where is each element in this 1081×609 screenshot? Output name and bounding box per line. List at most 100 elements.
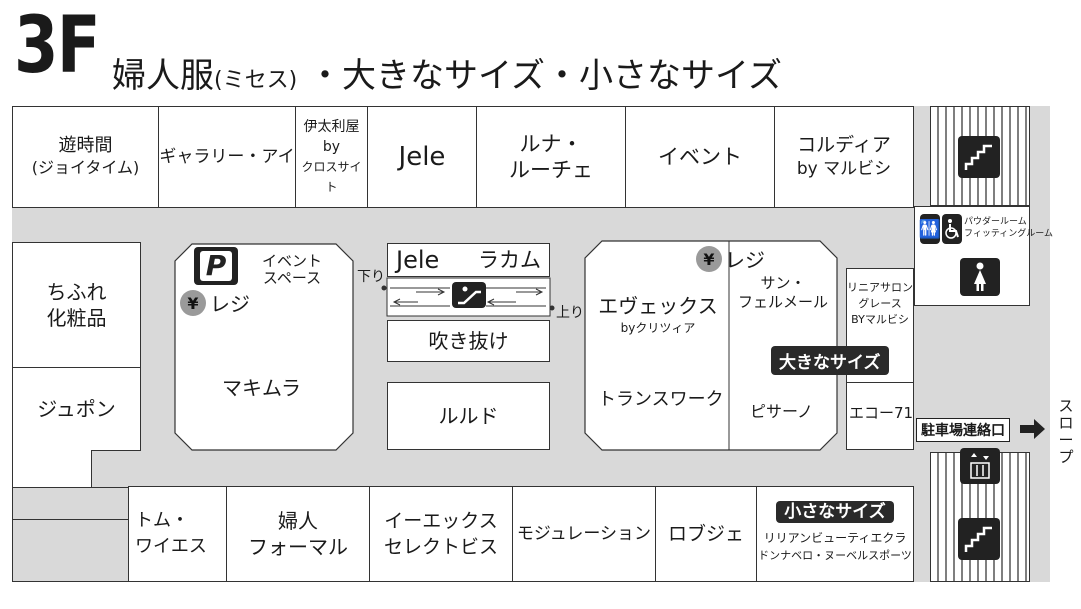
shop-label: 伊太利屋 (303, 119, 360, 135)
register-icon-2: ¥ (696, 246, 722, 272)
stairs-icon-glyph (964, 526, 992, 552)
shop-iex[interactable]: イーエックス セレクトビス (369, 486, 513, 582)
shop-label: グレース (858, 297, 902, 310)
escalator-down-label: 下り (357, 269, 385, 285)
small-size-badge: 小さなサイズ (776, 501, 894, 523)
shop-label: トム・ (135, 510, 189, 531)
shop-cordia[interactable]: コルディア by マルビシ (774, 106, 914, 208)
shop-pisano[interactable]: ピサーノ (750, 402, 814, 421)
shop-label: ルナ・ (519, 132, 583, 156)
shop-jupon[interactable]: ジュポン (12, 367, 141, 451)
shop-label: セレクトビス (383, 536, 498, 558)
wheelchair-glyph (945, 219, 959, 239)
shop-label: ルルド (438, 404, 499, 428)
shop-modulation[interactable]: モジュレーション (512, 486, 656, 582)
elevator-icon[interactable] (960, 448, 1000, 484)
shop-label: モジュレーション (516, 524, 652, 544)
register-icon: ¥ (180, 290, 206, 316)
arrow-right-icon (1020, 419, 1045, 439)
powder-room-text: パウダールーム (964, 217, 1027, 227)
stairs-icon[interactable] (958, 136, 1000, 178)
shop-label: リニアサロン (847, 281, 913, 294)
shop-rurudo[interactable]: ルルド (387, 382, 550, 450)
parking-icon-label: P (199, 251, 233, 281)
shop-chifure[interactable]: ちふれ 化粧品 (12, 242, 141, 368)
shop-label: 化粧品 (46, 306, 107, 330)
shop-label: ジュポン (37, 397, 116, 421)
escalator-up-label: 上り (556, 305, 584, 321)
shop-label: by マルビシ (796, 159, 892, 179)
shop-label: Jele (398, 142, 446, 172)
shop-echo71[interactable]: エコー71 (849, 404, 914, 422)
floor-title-sub: (ミセス) (214, 68, 298, 93)
shop-label: ドンナベロ・ヌーベルスポーツ (758, 549, 912, 562)
atrium-label: 吹き抜け (428, 329, 509, 353)
shop-sun-fermeer[interactable]: サン・ フェルメール (732, 274, 834, 312)
floor-number: 3F (14, 1, 101, 91)
shop-label: イーエックス (384, 510, 498, 532)
stairs-icon-glyph (964, 144, 992, 170)
shop-label: (ジョイタイム) (31, 158, 140, 177)
shop-event[interactable]: イベント (625, 106, 775, 208)
escalator-glyph (458, 286, 481, 305)
floor-title-rest: ・大きなサイズ・小さなサイズ (307, 56, 782, 96)
shop-yujikan[interactable]: 遊時間 (ジョイタイム) (12, 106, 159, 208)
shop-luna-luce[interactable]: ルナ・ ルーチェ (476, 106, 626, 208)
bottom-left-space (12, 487, 129, 582)
jupon-extension (12, 450, 92, 488)
elevator-glyph (970, 453, 990, 479)
parking-icon[interactable]: P (194, 247, 238, 285)
shop-itariya[interactable]: 伊太利屋 by クロスサイト (295, 106, 368, 208)
shop-jele-label: Jele (396, 246, 440, 274)
shop-label: クロスサイト (301, 160, 362, 194)
shop-label: サン・ (760, 274, 806, 292)
slope-label: スロープ (1058, 397, 1074, 466)
shop-tom-ys[interactable]: トム・ ワイエス (128, 486, 227, 582)
escalator-icon (452, 282, 486, 308)
shop-robje[interactable]: ロブジェ (655, 486, 757, 582)
evex-block (584, 240, 838, 451)
event-space-text-1: イベント (262, 252, 323, 270)
restroom-icon: 🚻 (919, 214, 941, 244)
wheelchair-icon (942, 214, 962, 244)
shop-linear-salon[interactable]: リニアサロン グレース BYマルビシ (846, 280, 914, 328)
shop-label: エヴェックス (598, 294, 718, 318)
divider (846, 382, 914, 383)
event-space-label: イベント スペース (262, 253, 322, 287)
divider (12, 519, 129, 520)
register-label-2: レジ (725, 248, 765, 272)
female-icon (960, 258, 1000, 296)
female-glyph (974, 262, 986, 291)
shop-label: フェルメール (737, 293, 828, 311)
shop-small-size[interactable]: 小さなサイズ リリアンビューティエクラ ドンナベロ・ヌーベルスポーツ (756, 486, 914, 582)
stairs-icon[interactable] (958, 518, 1000, 560)
shop-evex[interactable]: エヴェックス byクリツィア (590, 290, 726, 336)
big-size-badge: 大きなサイズ (771, 346, 889, 375)
shop-label: フォーマル (248, 535, 348, 559)
shop-label: by (322, 139, 341, 155)
shop-label: ちふれ (46, 280, 107, 304)
powder-room-label: パウダールーム フィッティングルーム (964, 216, 1053, 240)
shop-makimura[interactable]: マキムラ (222, 376, 301, 400)
shop-label: イベント (658, 145, 742, 169)
atrium: 吹き抜け (387, 320, 550, 362)
shop-transwork[interactable]: トランスワーク (598, 389, 724, 410)
shop-label: 遊時間 (58, 135, 113, 156)
shop-label: ルーチェ (509, 158, 593, 182)
register-label: レジ (210, 292, 250, 316)
shop-label: リリアンビューティエクラ (763, 531, 907, 545)
floor-title: 婦人服(ミセス) ・大きなサイズ・小さなサイズ (112, 54, 782, 103)
shop-label: 婦人 (278, 509, 318, 533)
shop-label: ギャラリー・アイ (159, 147, 295, 167)
fitting-room-text: フィッティングルーム (964, 229, 1054, 239)
shop-formal[interactable]: 婦人 フォーマル (226, 486, 370, 582)
shop-label: BYマルビシ (851, 313, 909, 326)
makimura-block (174, 243, 354, 451)
shop-gallery-ai[interactable]: ギャラリー・アイ (158, 106, 296, 208)
shop-label: byクリツィア (620, 321, 696, 335)
shop-jele-rakamu[interactable]: Jele ラカム (387, 243, 550, 277)
event-space-text-2: スペース (262, 269, 322, 287)
shop-rakamu-label: ラカム (478, 248, 541, 272)
parking-exit-label[interactable]: 駐車場連絡口 (916, 418, 1010, 442)
shop-jele-top[interactable]: Jele (367, 106, 477, 208)
